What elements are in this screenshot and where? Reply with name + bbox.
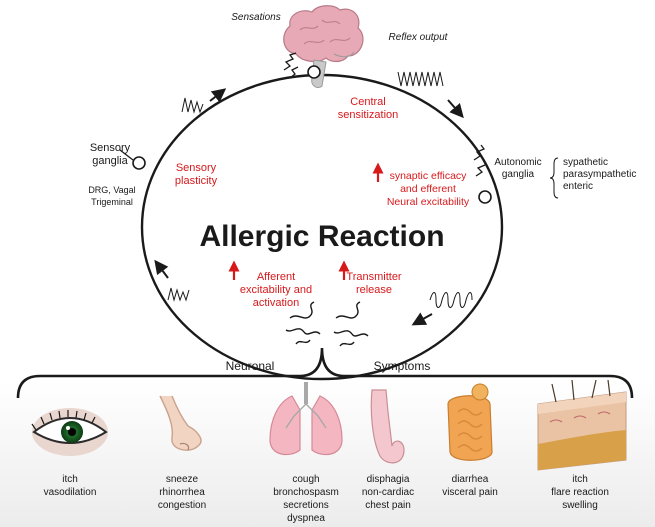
central-sensitization-label-2: sensitization (338, 109, 399, 121)
symptom-lungs-line: cough (292, 474, 319, 485)
spike-train-icon (397, 71, 444, 87)
symptom-lungs-line: dyspnea (287, 513, 325, 524)
spike-train-icon (181, 97, 204, 114)
symptom-esophagus-line: chest pain (365, 500, 411, 511)
nerve-ending-icon (285, 301, 321, 345)
arrow-icon (209, 88, 227, 103)
symptom-captions: itch vasodilation sneeze rhinorrhea congesti… (44, 474, 609, 524)
reflex-output-label: Reflex output (389, 32, 449, 43)
bracket-icon (549, 157, 559, 199)
afferent-label-3: activation (253, 297, 299, 309)
sensations-label: Sensations (231, 12, 280, 23)
sensory-ganglia-label-1: Sensory (90, 142, 131, 154)
central-sensitization-label-1: Central (350, 96, 385, 108)
symptom-skin-line: flare reaction (551, 487, 609, 498)
symptom-nose-line: sneeze (166, 474, 199, 485)
symptom-lungs-line: secretions (283, 500, 329, 511)
arrow-icon (411, 312, 433, 326)
skin-icon (537, 379, 627, 471)
symptoms-label: Symptoms (374, 359, 431, 373)
ganglia-connector (119, 149, 134, 161)
transmitter-label-1: Transmitter (346, 271, 402, 283)
symptom-nose-line: rhinorrhea (159, 487, 205, 498)
symptom-eye-line: itch (62, 474, 78, 485)
symptom-eye-line: vasodilation (44, 487, 97, 498)
spike-train-icon (429, 292, 473, 308)
sensory-plasticity-label-2: plasticity (175, 175, 218, 187)
symptoms-bracket (16, 347, 634, 399)
symptom-skin-line: itch (572, 474, 588, 485)
afferent-label-2: excitability and (240, 284, 312, 296)
lungs-icon (269, 382, 343, 456)
sensory-plasticity-label-1: Sensory (176, 162, 217, 174)
eye-icon (31, 408, 108, 456)
nerve-ending-icon (333, 301, 369, 347)
synaptic-label-2: and efferent (400, 183, 456, 195)
brain-node-icon (307, 65, 321, 79)
synapse-icon (283, 52, 299, 79)
arrow-icon (154, 259, 169, 279)
neuronal-label: Neuronal (226, 359, 275, 373)
nose-icon (159, 395, 202, 451)
diagram-title: Allergic Reaction (199, 220, 444, 253)
symptom-esophagus-line: non-cardiac (362, 487, 414, 498)
autonomic-ganglia-node-icon (478, 190, 492, 204)
sensory-ganglia-node-icon (132, 156, 146, 170)
autonomic-type-sympathetic: sypathetic (563, 157, 608, 168)
synaptic-label-3: Neural excitability (387, 196, 470, 208)
autonomic-type-enteric: enteric (563, 181, 593, 192)
afferent-label-1: Afferent (257, 271, 295, 283)
autonomic-type-parasympathetic: parasympathetic (563, 169, 636, 180)
sensory-ganglia-label-2: ganglia (92, 155, 128, 167)
spike-train-icon (167, 287, 190, 302)
symptom-intestine-line: visceral pain (442, 487, 498, 498)
symptom-intestine-line: diarrhea (452, 474, 489, 485)
arrow-icon (447, 99, 464, 119)
symptom-skin-line: swelling (562, 500, 598, 511)
autonomic-label-2: ganglia (502, 169, 535, 180)
drg-label-2: Trigeminal (91, 197, 133, 207)
symptom-esophagus-line: disphagia (367, 474, 410, 485)
esophagus-icon (370, 389, 405, 464)
drg-label-1: DRG, Vagal (88, 185, 135, 195)
transmitter-label-2: release (356, 284, 392, 296)
symptom-nose-line: congestion (158, 500, 206, 511)
autonomic-label-1: Autonomic (494, 157, 541, 168)
synaptic-label-1: synaptic efficacy (390, 170, 468, 182)
intestine-icon (447, 383, 493, 461)
synapse-icon (473, 144, 486, 177)
symptom-lungs-line: bronchospasm (273, 487, 339, 498)
brain-icon (283, 5, 364, 89)
